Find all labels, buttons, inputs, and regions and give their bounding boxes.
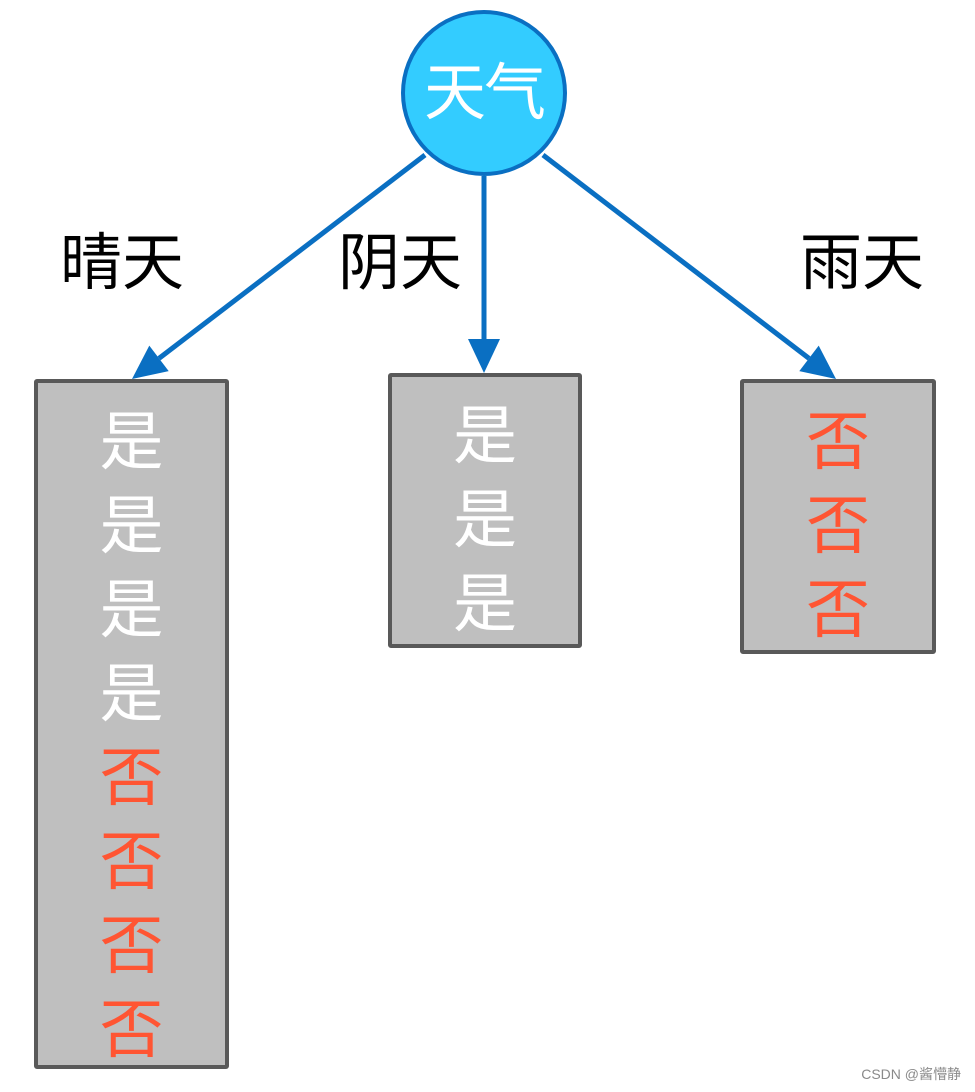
edge-label-sunny: 晴天 <box>60 226 185 299</box>
leaf-item-no: 否 <box>99 910 164 984</box>
leaf-box-sunny: 是是是是否否否否 <box>34 379 229 1069</box>
arrow-to-rainy-line <box>541 153 811 361</box>
arrow-to-rainy-head <box>799 345 836 379</box>
root-node-label: 天气 <box>423 56 546 129</box>
leaf-item-yes: 是 <box>99 490 164 564</box>
leaf-item-no: 否 <box>806 406 870 480</box>
leaf-item-no: 否 <box>806 574 870 648</box>
leaf-item-yes: 是 <box>99 574 164 648</box>
arrow-to-cloudy-head <box>468 339 500 373</box>
watermark: CSDN @酱懵静 <box>861 1066 961 1082</box>
arrow-to-sunny-line <box>157 153 427 361</box>
leaf-item-yes: 是 <box>453 568 517 642</box>
leaf-item-no: 否 <box>806 490 870 564</box>
leaf-item-yes: 是 <box>99 658 164 732</box>
edge-label-rainy: 雨天 <box>800 226 925 299</box>
leaf-box-rainy: 否否否 <box>740 379 936 654</box>
leaf-item-yes: 是 <box>453 400 517 474</box>
arrow-to-sunny-head <box>132 345 169 379</box>
edge-label-cloudy: 阴天 <box>338 226 463 299</box>
leaf-item-no: 否 <box>99 826 164 900</box>
leaf-item-no: 否 <box>99 742 164 816</box>
leaf-item-yes: 是 <box>99 406 164 480</box>
leaf-item-no: 否 <box>99 994 164 1068</box>
root-node-weather: 天气 <box>401 10 567 176</box>
leaf-box-cloudy: 是是是 <box>388 373 582 648</box>
leaf-item-yes: 是 <box>453 484 517 558</box>
